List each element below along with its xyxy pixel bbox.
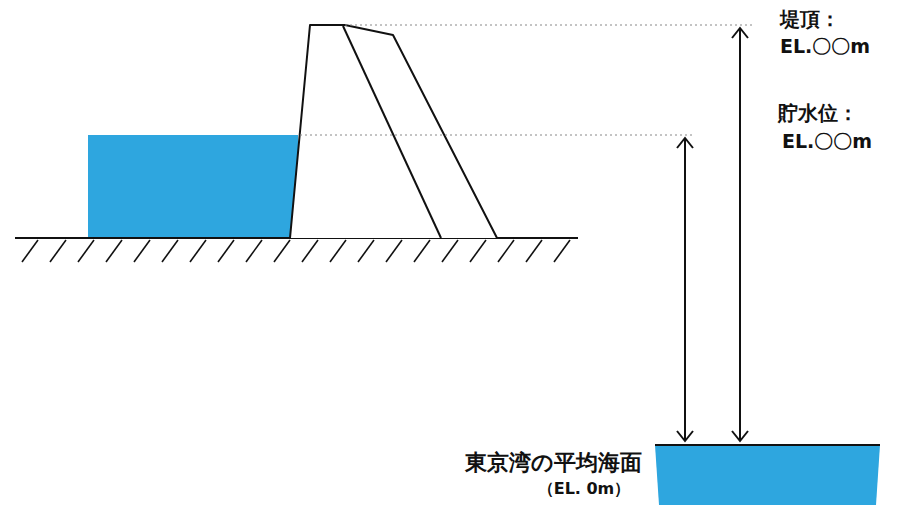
sea-water bbox=[655, 445, 880, 505]
water-level-line bbox=[300, 135, 695, 136]
dam-body bbox=[290, 25, 497, 238]
crest-label: 堤頂： bbox=[780, 8, 840, 31]
elevation-value: EL.〇〇m bbox=[782, 131, 872, 153]
water-level-label: 貯水位： bbox=[778, 102, 858, 125]
ground-hatching bbox=[22, 240, 570, 262]
reservoir-water bbox=[88, 135, 298, 238]
datum-note: （EL. 0m） bbox=[538, 480, 631, 498]
sea-surface bbox=[655, 444, 880, 446]
sea-level-label: 東京湾の平均海面 bbox=[465, 450, 642, 475]
height-arrows bbox=[677, 28, 748, 441]
elevation-value: EL.〇〇m bbox=[780, 36, 870, 58]
dam-inner-line bbox=[343, 26, 441, 238]
crest-level-line bbox=[345, 25, 755, 26]
